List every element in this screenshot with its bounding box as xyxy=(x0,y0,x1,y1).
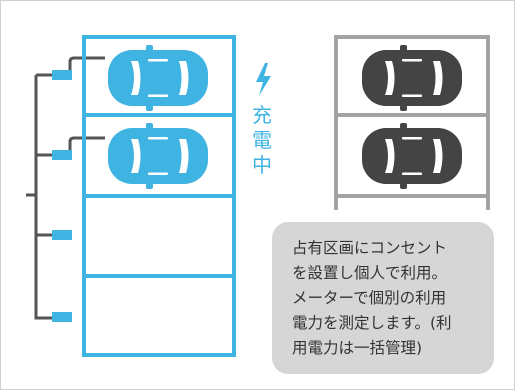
car-top-view-icon xyxy=(362,45,462,111)
note-line: メーターで個別の利用 xyxy=(292,289,447,307)
info-note-box: 占有区画にコンセント を設置し個人で利用。 メーターで個別の利用 電力を測定しま… xyxy=(272,222,494,374)
power-outlet-icon xyxy=(52,150,72,160)
note-line: を設置し個人で利用。 xyxy=(292,264,448,282)
charging-label-char: 電 xyxy=(252,128,272,152)
lightning-bolt-icon xyxy=(256,63,271,96)
charging-cable-2 xyxy=(68,136,105,152)
wire-trunk xyxy=(34,75,52,320)
charging-label: 充 電 中 xyxy=(252,103,272,177)
car-top-view-icon xyxy=(108,45,208,111)
charging-label-char: 充 xyxy=(252,103,272,127)
car-top-view-icon xyxy=(362,123,462,189)
charging-parking-rack xyxy=(82,35,236,357)
power-outlet-icon xyxy=(52,70,72,80)
wiring xyxy=(26,56,105,320)
note-line: 電力を測定します。(利 xyxy=(292,314,452,332)
car-top-view-icon xyxy=(108,123,208,189)
charging-cable-1 xyxy=(68,56,105,72)
power-outlet-icon xyxy=(52,230,72,240)
outlets xyxy=(52,70,72,322)
power-outlet-icon xyxy=(52,312,72,322)
regular-parking-rack xyxy=(334,35,490,210)
note-line: 用電力は一括管理) xyxy=(292,339,423,357)
charging-label-char: 中 xyxy=(252,153,272,177)
note-line: 占有区画にコンセント xyxy=(292,239,448,257)
